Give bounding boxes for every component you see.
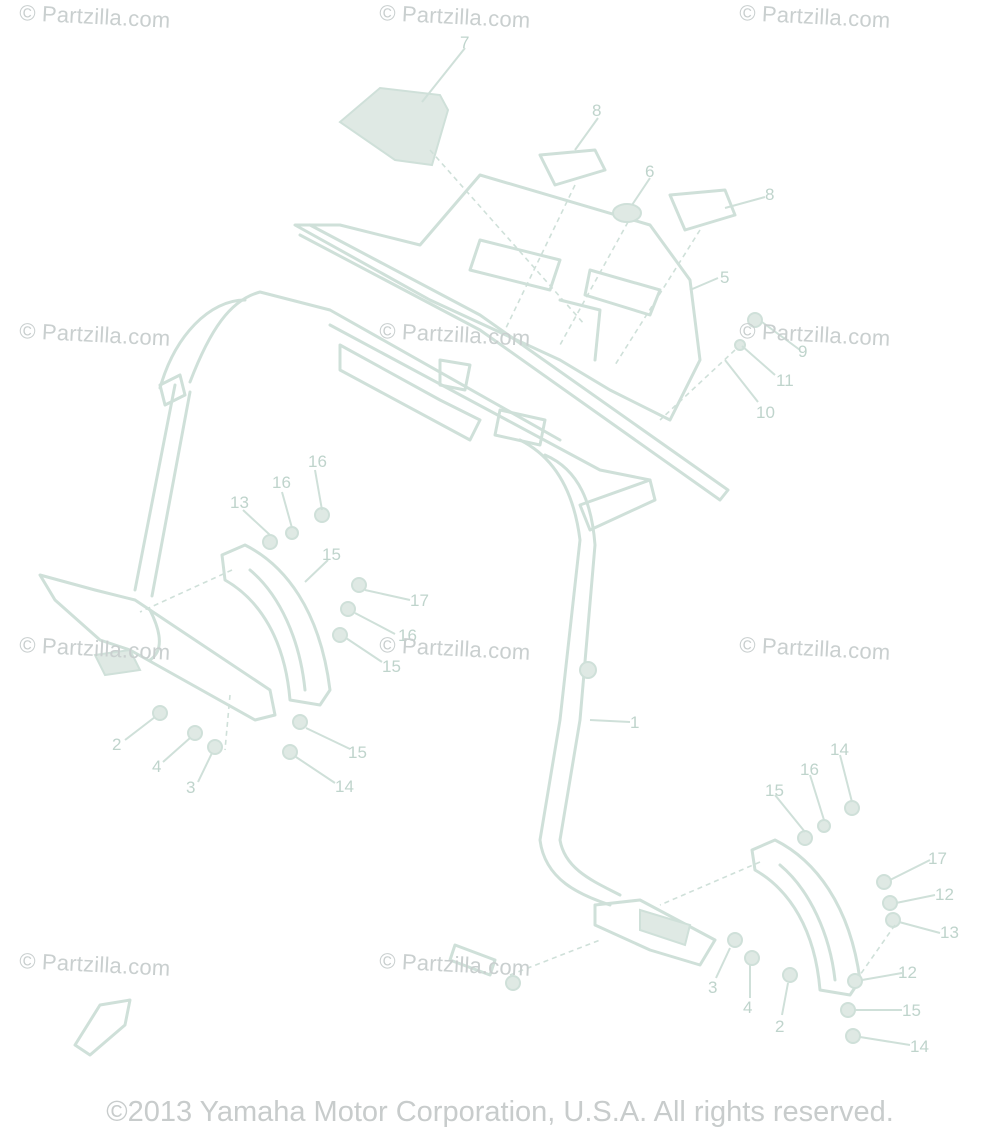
callout-14-right-a: 14 — [830, 740, 849, 759]
callout-4-left: 4 — [152, 757, 161, 776]
callout-13-left: 13 — [230, 493, 249, 512]
left-bracket — [220, 543, 332, 707]
callout-17-right: 17 — [928, 849, 947, 868]
callout-6: 6 — [645, 162, 654, 181]
front-arrow-icon — [73, 998, 132, 1057]
callout-4-right: 4 — [743, 998, 752, 1017]
copyright-notice: ©2013 Yamaha Motor Corporation, U.S.A. A… — [106, 1096, 894, 1128]
right-footrest — [448, 898, 717, 977]
callout-8-right: 8 — [765, 185, 774, 204]
left-footrest — [38, 573, 277, 722]
callout-15-right-a: 15 — [765, 781, 784, 800]
callout-12: 12 — [898, 963, 917, 982]
callout-16-right-b: 12 — [935, 885, 954, 904]
assembly-lines — [139, 149, 896, 976]
callout-15-left-a: 15 — [322, 545, 341, 564]
callout-15-left-b: 15 — [382, 657, 401, 676]
callout-10: 10 — [756, 403, 775, 422]
callout-1: 1 — [630, 713, 639, 732]
right-bracket — [750, 838, 862, 997]
callout-3-left: 3 — [186, 778, 195, 797]
callout-15-right-b: 15 — [902, 1001, 921, 1020]
rack-panel — [158, 173, 730, 532]
pad-and-rubbers — [338, 86, 737, 232]
callout-2-left: 2 — [112, 735, 121, 754]
leader-lines — [124, 47, 941, 1046]
callout-7: 7 — [460, 33, 469, 52]
callout-13-right: 13 — [940, 923, 959, 942]
callout-16-left-a: 16 — [272, 473, 291, 492]
frame-tube — [133, 290, 652, 907]
callout-14-left: 14 — [335, 777, 354, 796]
callout-9: 9 — [798, 342, 807, 361]
callout-16-right-a: 16 — [800, 760, 819, 779]
callout-17-left: 17 — [410, 591, 429, 610]
callout-15-left-c: 15 — [348, 743, 367, 762]
callout-5: 5 — [720, 268, 729, 287]
callout-numbers: 7 8 6 8 5 9 11 10 13 16 16 15 17 16 15 1… — [112, 33, 959, 1056]
callout-16-left-c: 16 — [398, 626, 417, 645]
callout-14-right-b: 14 — [910, 1037, 929, 1056]
callout-11: 11 — [776, 371, 794, 390]
callout-3-right: 3 — [708, 978, 717, 997]
callout-16-left-b: 16 — [308, 452, 327, 471]
callout-8: 8 — [592, 101, 601, 120]
callout-2-right: 2 — [775, 1017, 784, 1036]
